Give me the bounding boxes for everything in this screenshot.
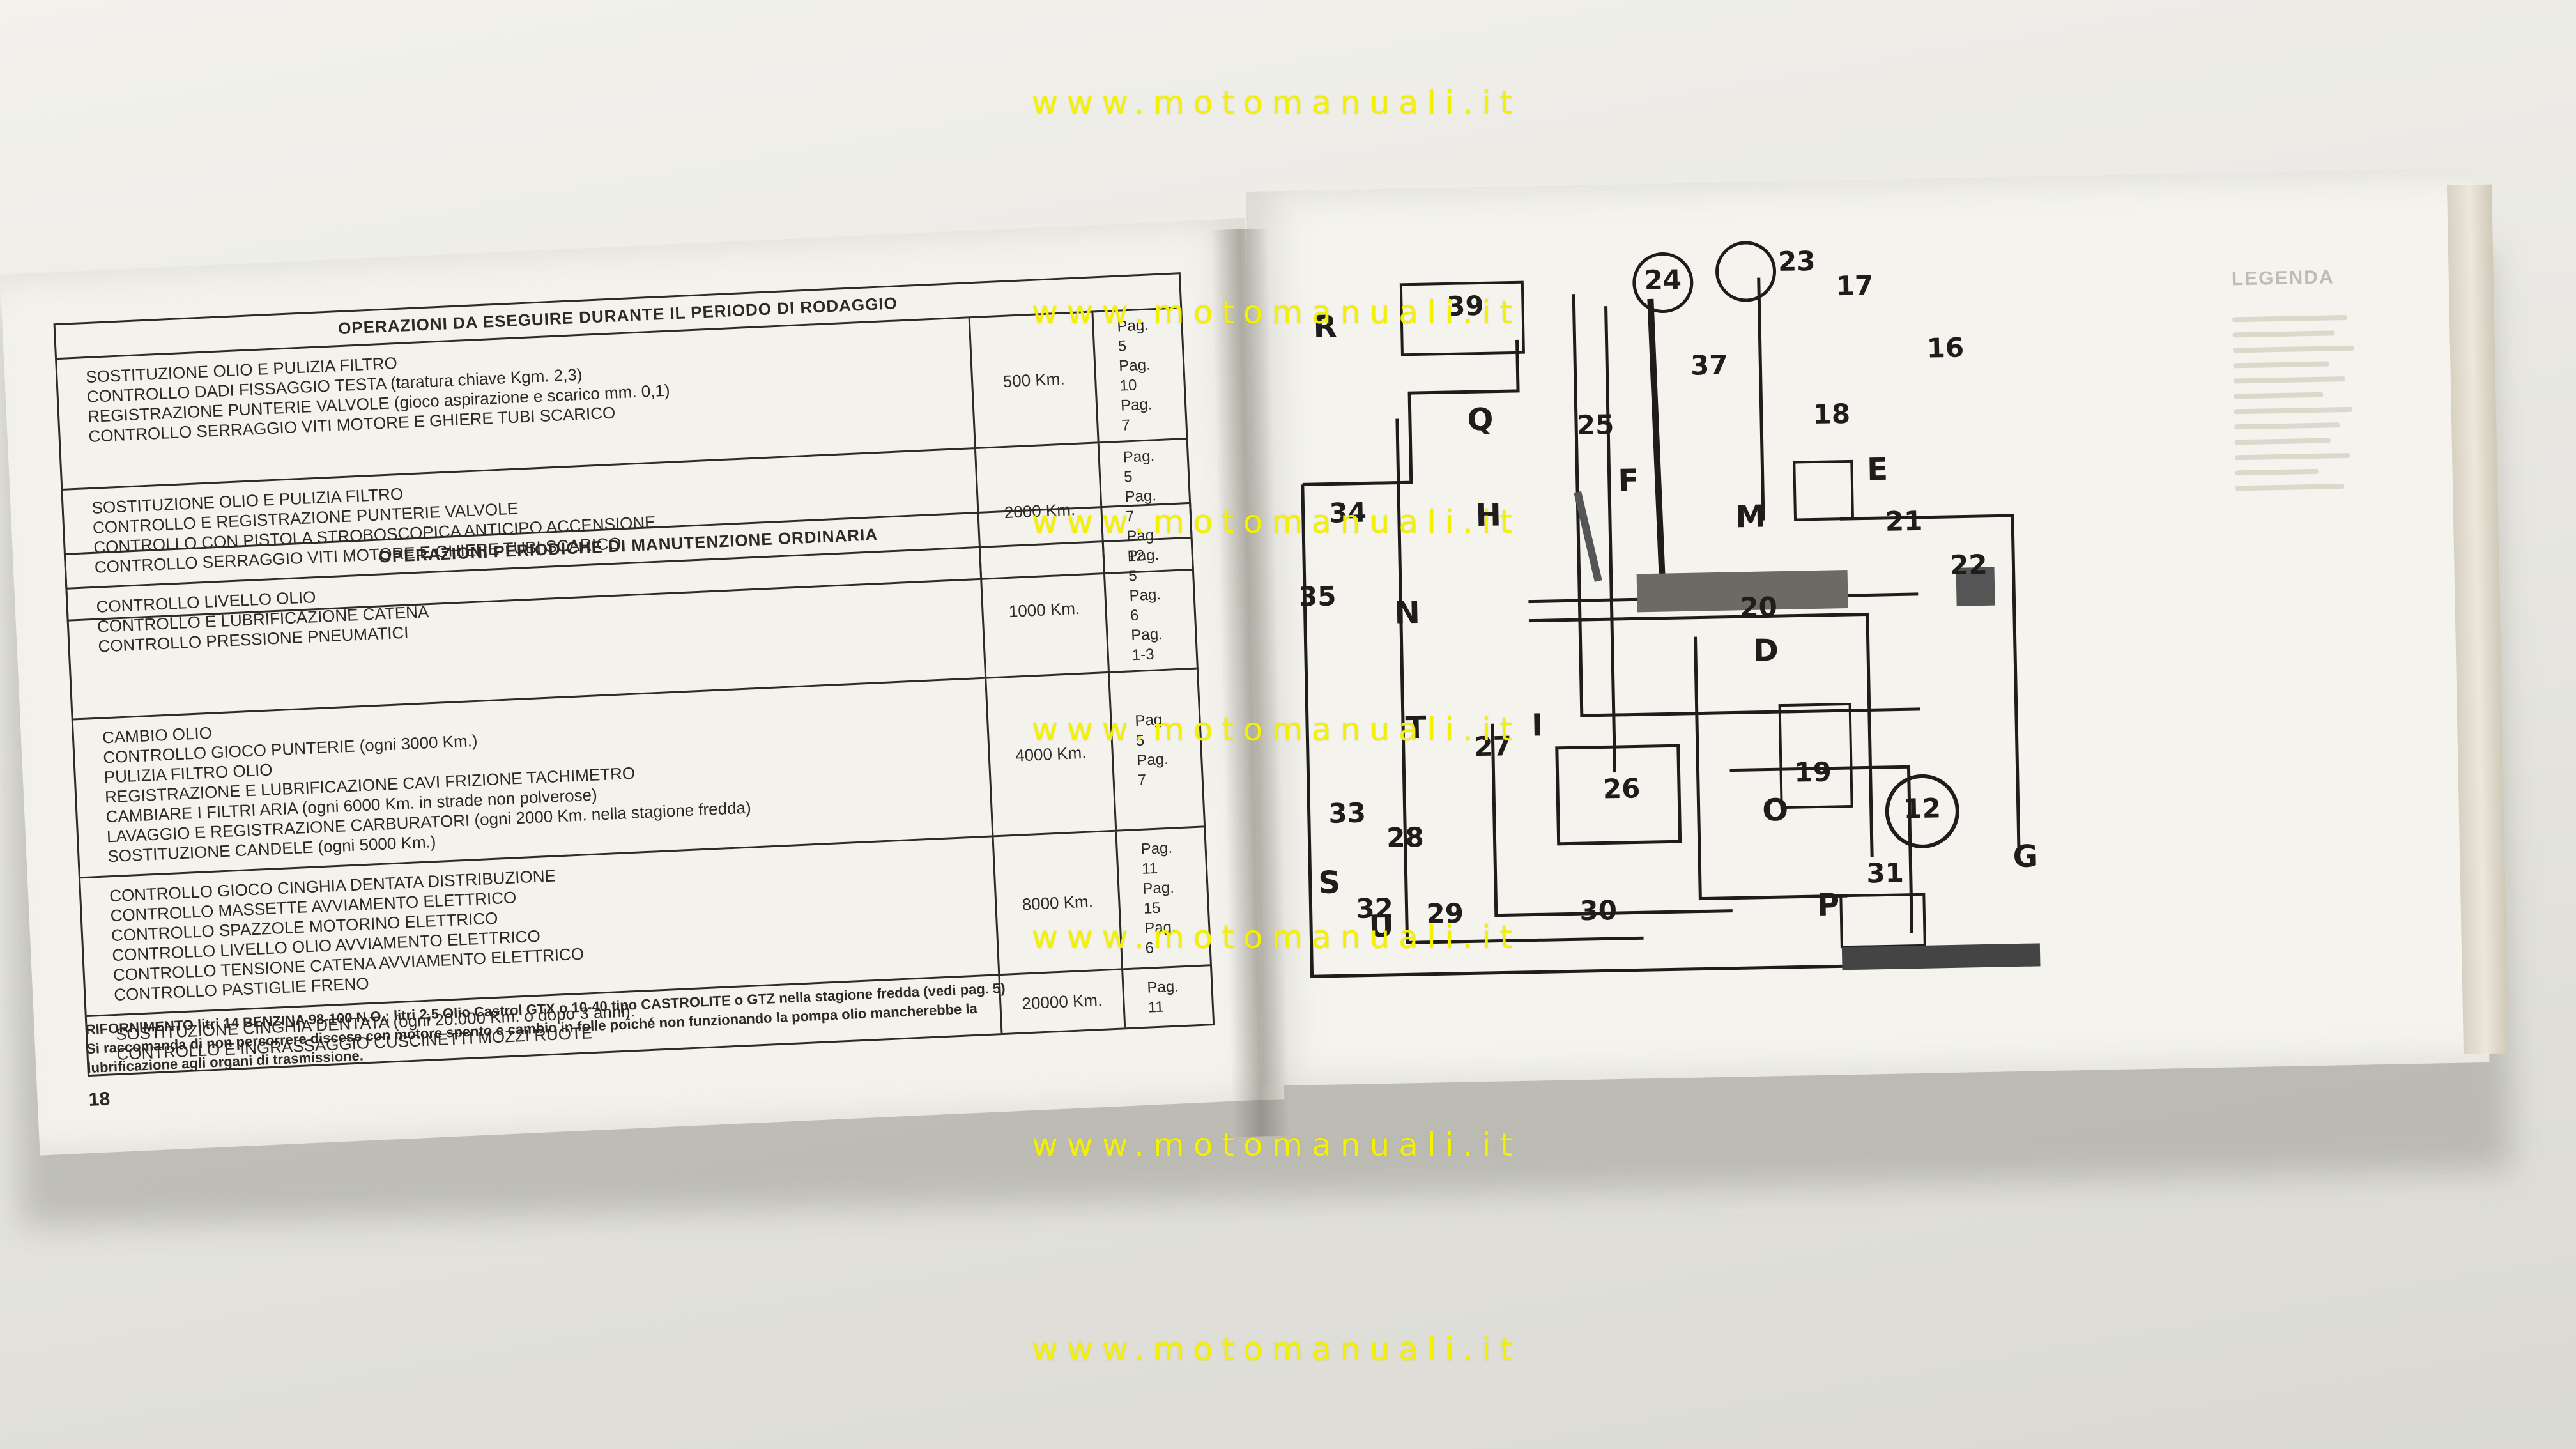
diagram-letter: I (1531, 707, 1544, 743)
watermark: www.motomanuali.it (1032, 294, 1522, 331)
watermark: www.motomanuali.it (1032, 919, 1522, 956)
diagram-letter: G (2012, 838, 2038, 875)
pag-ref: Pag. 7 (1136, 750, 1169, 789)
diagram-number: 20 (1740, 591, 1777, 623)
diagram-letter: O (1762, 792, 1789, 829)
diagram-number: 39 (1446, 290, 1484, 322)
legend-faint-text (2232, 305, 2364, 502)
diagram-number: 34 (1329, 496, 1367, 528)
watermark: www.motomanuali.it (1032, 711, 1522, 748)
pag-ref: Pag. 1-3 (1130, 625, 1163, 664)
right-page: R Q H F M E N D T I O S U P G 39 24 37 2… (1246, 168, 2490, 1086)
watermark: www.motomanuali.it (1032, 1331, 1522, 1368)
pag-ref: Pag. 15 (1142, 878, 1175, 917)
pag-ref: Pag. 5 (1123, 447, 1155, 486)
legend-column: LEGENDA (2232, 266, 2396, 843)
diagram-number: 26 (1602, 772, 1640, 804)
diagram-letter: S (1318, 864, 1341, 901)
diagram-number: 17 (1836, 270, 1873, 302)
page-number: 18 (88, 1088, 111, 1111)
pag-ref: Pag. 10 (1118, 356, 1151, 395)
diagram-number: 18 (1813, 398, 1850, 430)
pag-cell: Pag. 5 Pag. 7 (1110, 670, 1204, 830)
diagram-letter: P (1816, 887, 1839, 923)
diagram-number: 21 (1885, 505, 1922, 537)
diagram-number: 12 (1903, 792, 1941, 824)
diagram-letter: T (1405, 710, 1427, 746)
km-cell: 500 Km. (970, 312, 1100, 447)
diagram-number: 35 (1298, 580, 1336, 612)
diagram-number: 31 (1866, 857, 1904, 889)
km-cell: 4000 Km. (986, 673, 1117, 836)
pag-ref: Pag. 7 (1120, 395, 1153, 434)
pag-ref: Pag. 5 (1127, 546, 1160, 585)
watermark: www.motomanuali.it (1032, 84, 1522, 121)
diagram-number: 33 (1328, 797, 1366, 829)
diagram-number: 29 (1426, 898, 1464, 930)
diagram-number: 32 (1356, 893, 1393, 924)
wiring-diagram: R Q H F M E N D T I O S U P G 39 24 37 2… (1272, 215, 2047, 996)
diagram-number: 27 (1474, 730, 1512, 762)
diagram-letter: H (1475, 497, 1501, 533)
pag-ref: Pag. 11 (1140, 839, 1173, 878)
diagram-letter: U (1368, 908, 1394, 945)
diagram-number: 16 (1926, 332, 1964, 364)
diagram-number: 19 (1794, 756, 1832, 788)
diagram-number: 30 (1579, 894, 1617, 926)
diagram-number: 24 (1644, 264, 1682, 296)
pag-cell: Pag. 5 Pag. 6 Pag. 1-3 (1104, 539, 1197, 671)
diagram-number: 25 (1576, 409, 1614, 441)
wiring-diagram-svg: R Q H F M E N D T I O S U P G 39 24 37 2… (1298, 241, 2047, 978)
watermark: www.motomanuali.it (1032, 1126, 1522, 1163)
km-cell: 1000 Km. (980, 542, 1110, 677)
diagram-number: 37 (1690, 349, 1728, 381)
legend-title: LEGENDA (2231, 266, 2334, 290)
diagram-letter: R (1313, 309, 1337, 345)
diagram-letter: E (1867, 452, 1889, 488)
diagram-letter: F (1618, 463, 1639, 499)
diagram-letter: Q (1467, 402, 1494, 438)
diagram-number: 23 (1778, 245, 1816, 277)
pag-ref: Pag. 6 (1129, 586, 1162, 625)
diagram-letter: N (1394, 595, 1420, 631)
diagram-number: 22 (1950, 549, 1988, 581)
diagram-letter: D (1752, 632, 1779, 669)
diagram-letter: M (1735, 498, 1766, 535)
watermark: www.motomanuali.it (1032, 503, 1522, 540)
left-page: OPERAZIONI DA ESEGUIRE DURANTE IL PERIOD… (0, 218, 1285, 1156)
diagram-number: 28 (1386, 822, 1424, 854)
